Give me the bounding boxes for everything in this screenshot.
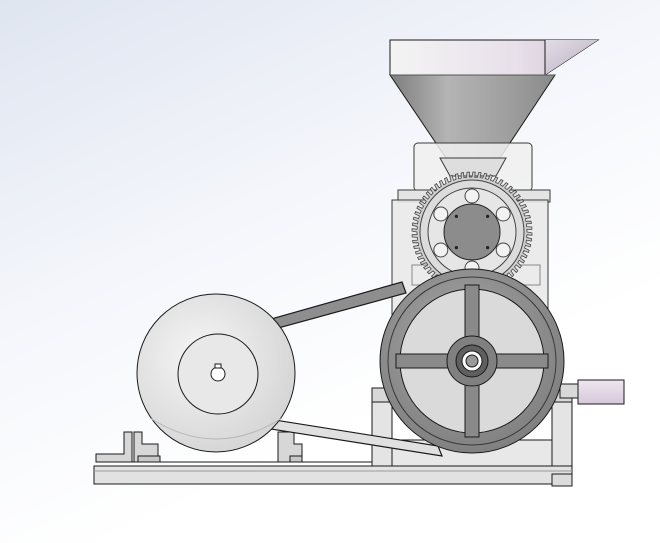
gear-lightening-hole (433, 206, 449, 222)
gear-bolt (454, 214, 458, 218)
wheel-spoke (464, 284, 480, 338)
gear-bolt (486, 246, 490, 250)
gear-bolt (454, 246, 458, 250)
gear-lightening-hole (495, 242, 511, 258)
wheel-spoke (395, 353, 449, 369)
large-gear[interactable] (411, 171, 533, 293)
motor-pulley[interactable] (177, 333, 259, 415)
gear-lightening-hole (464, 188, 480, 204)
gear-bolt (486, 214, 490, 218)
gear-lightening-hole (433, 242, 449, 258)
driven-pulley[interactable] (379, 268, 565, 454)
wheel-spoke (495, 353, 549, 369)
gear-lightening-hole (495, 206, 511, 222)
wheel-spoke (464, 384, 480, 438)
hopper[interactable] (389, 39, 600, 159)
outlet-spout[interactable] (559, 379, 625, 405)
